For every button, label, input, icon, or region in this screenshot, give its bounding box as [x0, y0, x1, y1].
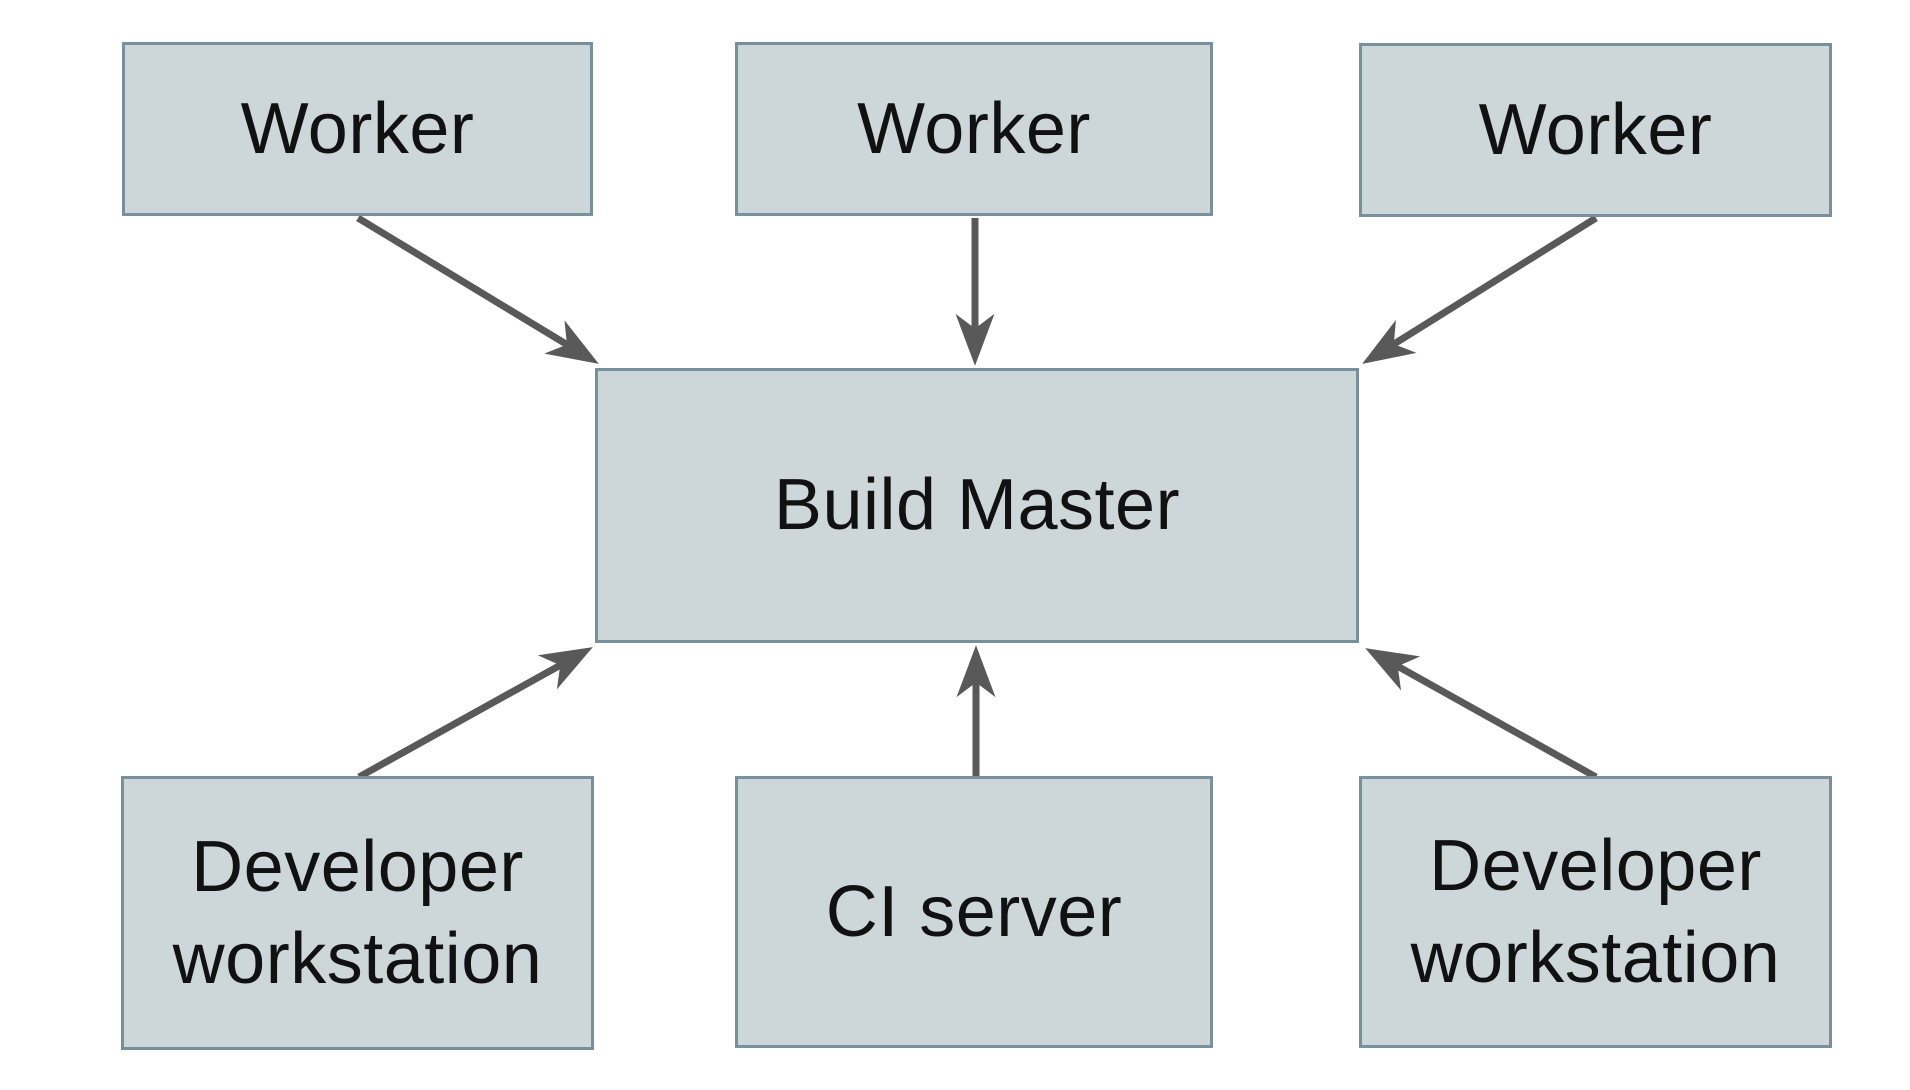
node-build-master: Build Master [595, 368, 1359, 643]
node-developer-workstation-left: Developer workstation [121, 776, 594, 1050]
node-worker-top-center: Worker [735, 42, 1213, 216]
node-developer-workstation-right: Developer workstation [1359, 776, 1832, 1048]
arrow-worker-top-left-to-build-master [356, 215, 599, 364]
arrow-worker-top-right-to-build-master [1362, 215, 1598, 364]
arrow-developer-workstation-left-to-build-master [357, 647, 593, 781]
node-worker-top-right: Worker [1359, 43, 1832, 217]
node-worker-top-left: Worker [122, 42, 593, 216]
node-ci-server: CI server [735, 776, 1213, 1048]
arrow-developer-workstation-right-to-build-master [1365, 648, 1598, 781]
